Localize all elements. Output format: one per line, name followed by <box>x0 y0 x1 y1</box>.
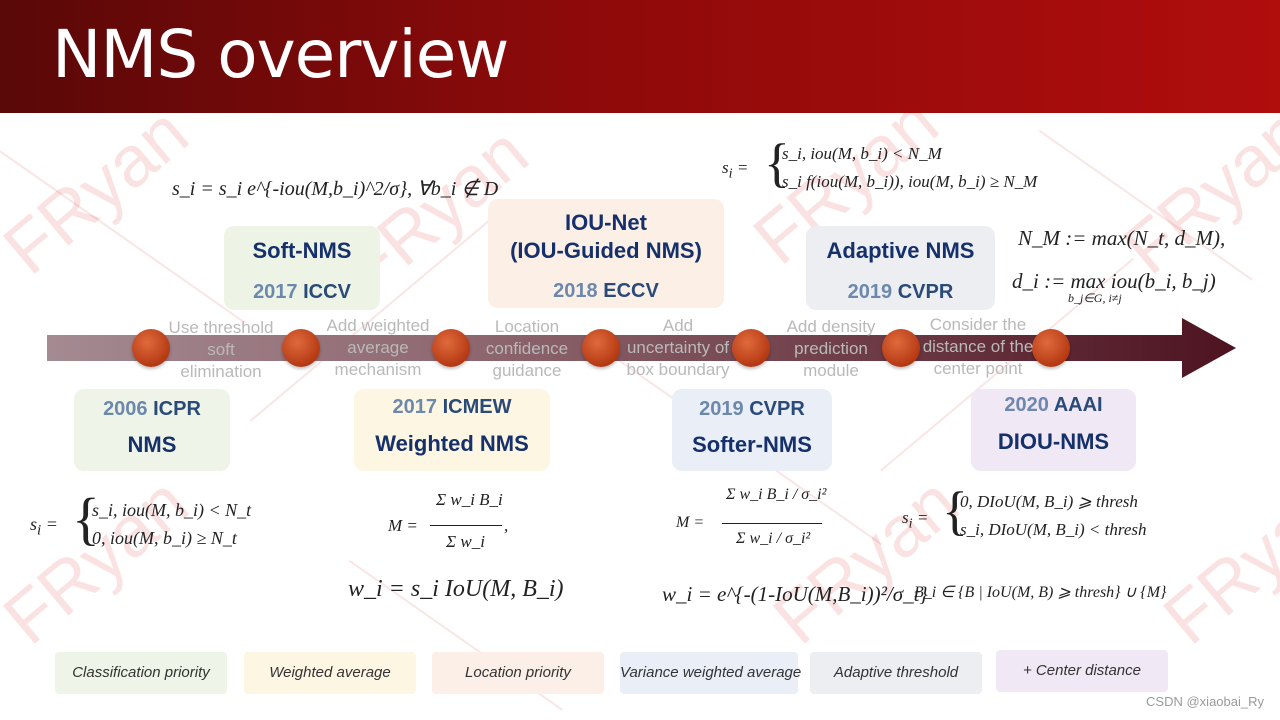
formula-adaptive-nm: N_M := max(N_t, d_M), <box>1018 226 1226 250</box>
step-label: Add weighted average mechanism <box>326 316 430 379</box>
title-banner: NMS overview <box>0 0 1280 113</box>
method-box-soft-nms: Soft-NMS 2017 ICCV <box>224 226 380 310</box>
timeline-node <box>132 329 170 367</box>
method-box-nms: 2006 ICPR NMS <box>74 389 230 471</box>
method-venue: 2017 ICCV <box>253 281 351 303</box>
formula-adaptive-dm: d_i := max iou(b_i, b_j) b_j∈G, i≠j <box>1012 269 1216 305</box>
method-name: Adaptive NMS <box>826 238 975 263</box>
page-title: NMS overview <box>52 16 509 93</box>
method-box-diou-nms: 2020 AAAI DIOU-NMS <box>971 389 1136 471</box>
timeline-node <box>582 329 620 367</box>
method-name: NMS <box>127 432 177 457</box>
tag-adaptive-threshold: Adaptive threshold <box>810 652 982 694</box>
formula-diou-b: B_i ∈ {B | IoU(M, B) ⩾ thresh} ∪ {M} <box>914 584 1167 601</box>
method-box-iou-net: IOU-Net (IOU-Guided NMS) 2018 ECCV <box>488 199 724 308</box>
method-name: Weighted NMS <box>375 431 529 456</box>
tag-variance-weighted-average: Variance weighted average <box>620 652 801 694</box>
method-venue: 2019 CVPR <box>699 398 805 420</box>
method-venue: 2006 ICPR <box>103 398 201 420</box>
method-box-adaptive-nms: Adaptive NMS 2019 CVPR <box>806 226 995 310</box>
timeline-node <box>732 329 770 367</box>
tag-classification-priority: Classification priority <box>55 652 227 694</box>
tag-weighted-average: Weighted average <box>244 652 416 694</box>
method-box-weighted-nms: 2017 ICMEW Weighted NMS <box>354 389 550 471</box>
method-name: Softer-NMS <box>692 432 812 457</box>
method-box-softer-nms: 2019 CVPR Softer-NMS <box>672 389 832 471</box>
formula-weighted-w: w_i = s_i IoU(M, B_i) <box>348 576 564 602</box>
method-venue: 2019 CVPR <box>847 281 954 303</box>
formula-softer-w: w_i = e^{-(1-IoU(M,B_i))²/σ_t} <box>662 582 928 606</box>
credit-text: CSDN @xiaobai_Ry <box>1146 694 1264 709</box>
method-name: IOU-Net (IOU-Guided NMS) <box>510 210 702 263</box>
timeline-node <box>1032 329 1070 367</box>
step-label: Add density prediction module <box>786 317 876 380</box>
step-label: Location confidence guidance <box>485 317 569 380</box>
method-venue: 2020 AAAI <box>1004 394 1103 416</box>
tag-location-priority: Location priority <box>432 652 604 694</box>
method-name: DIOU-NMS <box>997 429 1110 454</box>
timeline-node <box>882 329 920 367</box>
formula-soft-nms: s_i = s_i e^{-iou(M,b_i)^2/σ}, ∀b_i ∉ D <box>172 178 499 200</box>
step-label: Consider the distance of the center poin… <box>922 315 1034 378</box>
tag-center-distance: + Center distance <box>996 650 1168 692</box>
method-venue: 2018 ECCV <box>553 280 659 302</box>
timeline-node <box>282 329 320 367</box>
step-label: Add uncertainty of box boundary <box>626 316 730 379</box>
step-label: Use threshold soft elimination <box>168 318 274 381</box>
method-name: Soft-NMS <box>252 238 352 263</box>
method-venue: 2017 ICMEW <box>392 396 512 418</box>
timeline-node <box>432 329 470 367</box>
